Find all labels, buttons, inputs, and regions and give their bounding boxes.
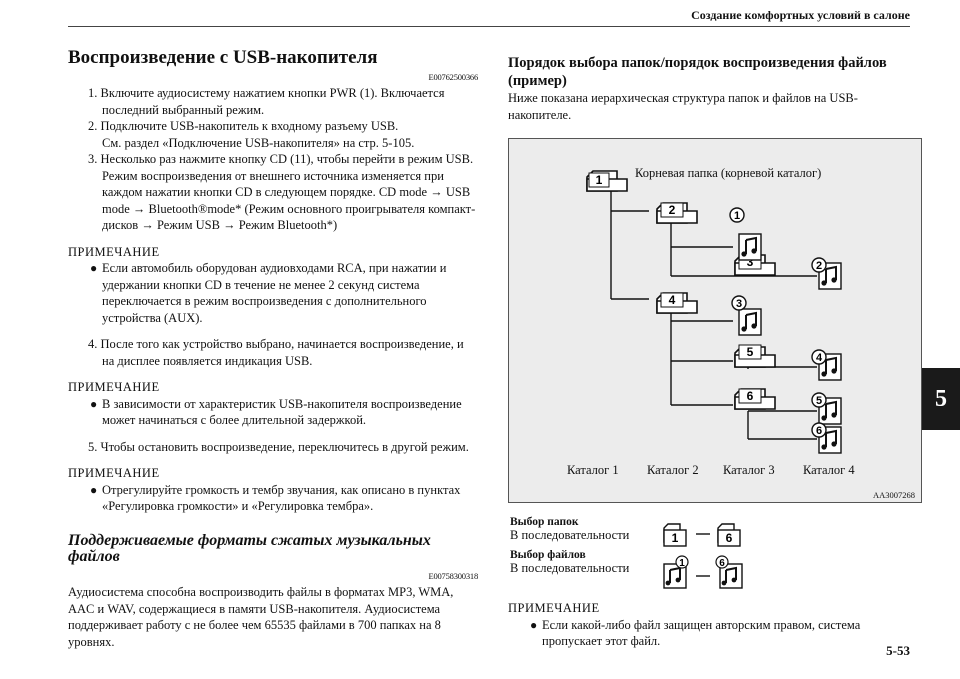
file-icon-3: 3	[731, 295, 762, 336]
note-label-3: ПРИМЕЧАНИЕ	[68, 466, 160, 480]
right-column: Порядок выбора папок/порядок воспроизвед…	[508, 54, 918, 123]
svg-text:5: 5	[816, 395, 822, 407]
svg-text:4: 4	[816, 352, 823, 364]
selection-icons: 1 6 1 6	[663, 523, 743, 589]
section-code: E00762500366	[428, 71, 478, 82]
svg-text:4: 4	[669, 293, 676, 307]
page-number: 5-53	[886, 643, 910, 658]
note-label-2: ПРИМЕЧАНИЕ	[68, 380, 160, 394]
subsection-title: Поддерживаемые форматы сжатых музыкальны…	[68, 531, 431, 565]
step-4: 4. После того как устройство выбрано, на…	[88, 337, 464, 368]
root-folder-label: Корневая папка (корневой каталог)	[635, 166, 822, 180]
folder-select-title: Выбор папок	[510, 516, 579, 528]
folder-icon-first: 1	[663, 523, 687, 547]
catalog-label-4: Каталог 4	[803, 463, 855, 477]
svg-text:2: 2	[816, 260, 822, 272]
svg-text:1: 1	[596, 173, 603, 187]
step-1: 1. Включите аудиосистему нажатием кнопки…	[88, 86, 445, 117]
right-intro: Ниже показана иерархическая структура па…	[508, 91, 858, 122]
catalog-label-2: Каталог 2	[647, 463, 699, 477]
bullet-icon: ●	[90, 396, 98, 411]
folder-icon-5: 5	[734, 344, 776, 368]
file-icon-4: 4	[811, 349, 842, 381]
svg-text:6: 6	[816, 425, 822, 437]
right-title: Порядок выбора папок/порядок воспроизвед…	[508, 55, 887, 89]
step-2-ref: См. раздел «Подключение USB-накопителя» …	[102, 135, 415, 150]
step-2: 2. Подключите USB-накопитель к входному …	[88, 119, 399, 133]
figure-code: AA3007268	[872, 490, 915, 500]
file-icon-1: 1	[729, 207, 762, 261]
svg-text:2: 2	[669, 203, 676, 217]
header-rule	[68, 26, 910, 27]
step-5: 5. Чтобы остановить воспроизведение, пер…	[88, 439, 469, 454]
file-select-text: В последовательности	[510, 561, 630, 575]
right-note-text: ●Если какой-либо файл защищен авторским …	[530, 617, 861, 649]
selection-order: Выбор папок В последовательности Выбор ф…	[510, 516, 920, 576]
svg-text:5: 5	[747, 345, 754, 359]
file-icon-6: 6	[811, 422, 842, 454]
bullet-icon: ●	[90, 261, 98, 275]
file-select-title: Выбор файлов	[510, 549, 586, 561]
catalog-label-1: Каталог 1	[567, 463, 619, 477]
note-label-1: ПРИМЕЧАНИЕ	[68, 244, 160, 259]
note-1: ●Если автомобиль оборудован аудиовходами…	[90, 261, 447, 325]
folder-select-text: В последовательности	[510, 528, 630, 542]
left-column: Воспроизведение с USB-накопителя E007625…	[68, 47, 478, 650]
file-icon-last: 6	[715, 555, 743, 589]
file-icon-2: 2	[811, 257, 842, 290]
section-title: Воспроизведение с USB-накопителя	[68, 47, 378, 68]
formats-paragraph: Аудиосистема способна воспроизводить фай…	[68, 585, 454, 649]
svg-text:3: 3	[736, 298, 742, 310]
svg-text:1: 1	[672, 531, 679, 545]
catalog-label-3: Каталог 3	[723, 463, 775, 477]
folder-tree-figure: 1 2 3 4 5 6 1 2 3 4 5 6 Корневая папка (…	[508, 138, 922, 503]
folder-icon-last: 6	[717, 523, 741, 547]
folder-icon-2: 2	[656, 202, 698, 224]
tree-lines	[610, 187, 817, 440]
chapter-tab: 5	[922, 368, 960, 430]
bullet-icon: ●	[90, 482, 98, 497]
file-icon-first: 1	[663, 555, 689, 589]
folder-icon-1: 1	[586, 170, 628, 192]
svg-text:6: 6	[719, 558, 725, 569]
subsection-code: E00758300318	[428, 570, 478, 581]
file-icon-5: 5	[811, 392, 842, 425]
folder-icon-4: 4	[656, 292, 698, 314]
svg-text:1: 1	[679, 558, 685, 569]
page-header: Создание комфортных условий в салоне	[691, 8, 910, 22]
svg-text:3: 3	[747, 255, 754, 269]
note-3: ●Отрегулируйте громкость и тембр звучани…	[90, 482, 461, 514]
folder-tree-diagram: 1 2 3 4 5 6 1 2 3 4 5 6	[586, 170, 842, 454]
svg-text:6: 6	[747, 389, 754, 403]
right-note-label: ПРИМЕЧАНИЕ	[508, 601, 600, 615]
folder-icon-6: 6	[734, 388, 776, 410]
note-2: ●В зависимости от характеристик USB-нако…	[90, 396, 462, 428]
svg-text:1: 1	[734, 210, 740, 222]
svg-text:6: 6	[726, 531, 733, 545]
right-note: ПРИМЕЧАНИЕ ●Если какой-либо файл защищен…	[508, 600, 918, 650]
bullet-icon: ●	[530, 617, 538, 632]
step-3: 3. Несколько раз нажмите кнопку CD (11),…	[88, 152, 476, 232]
